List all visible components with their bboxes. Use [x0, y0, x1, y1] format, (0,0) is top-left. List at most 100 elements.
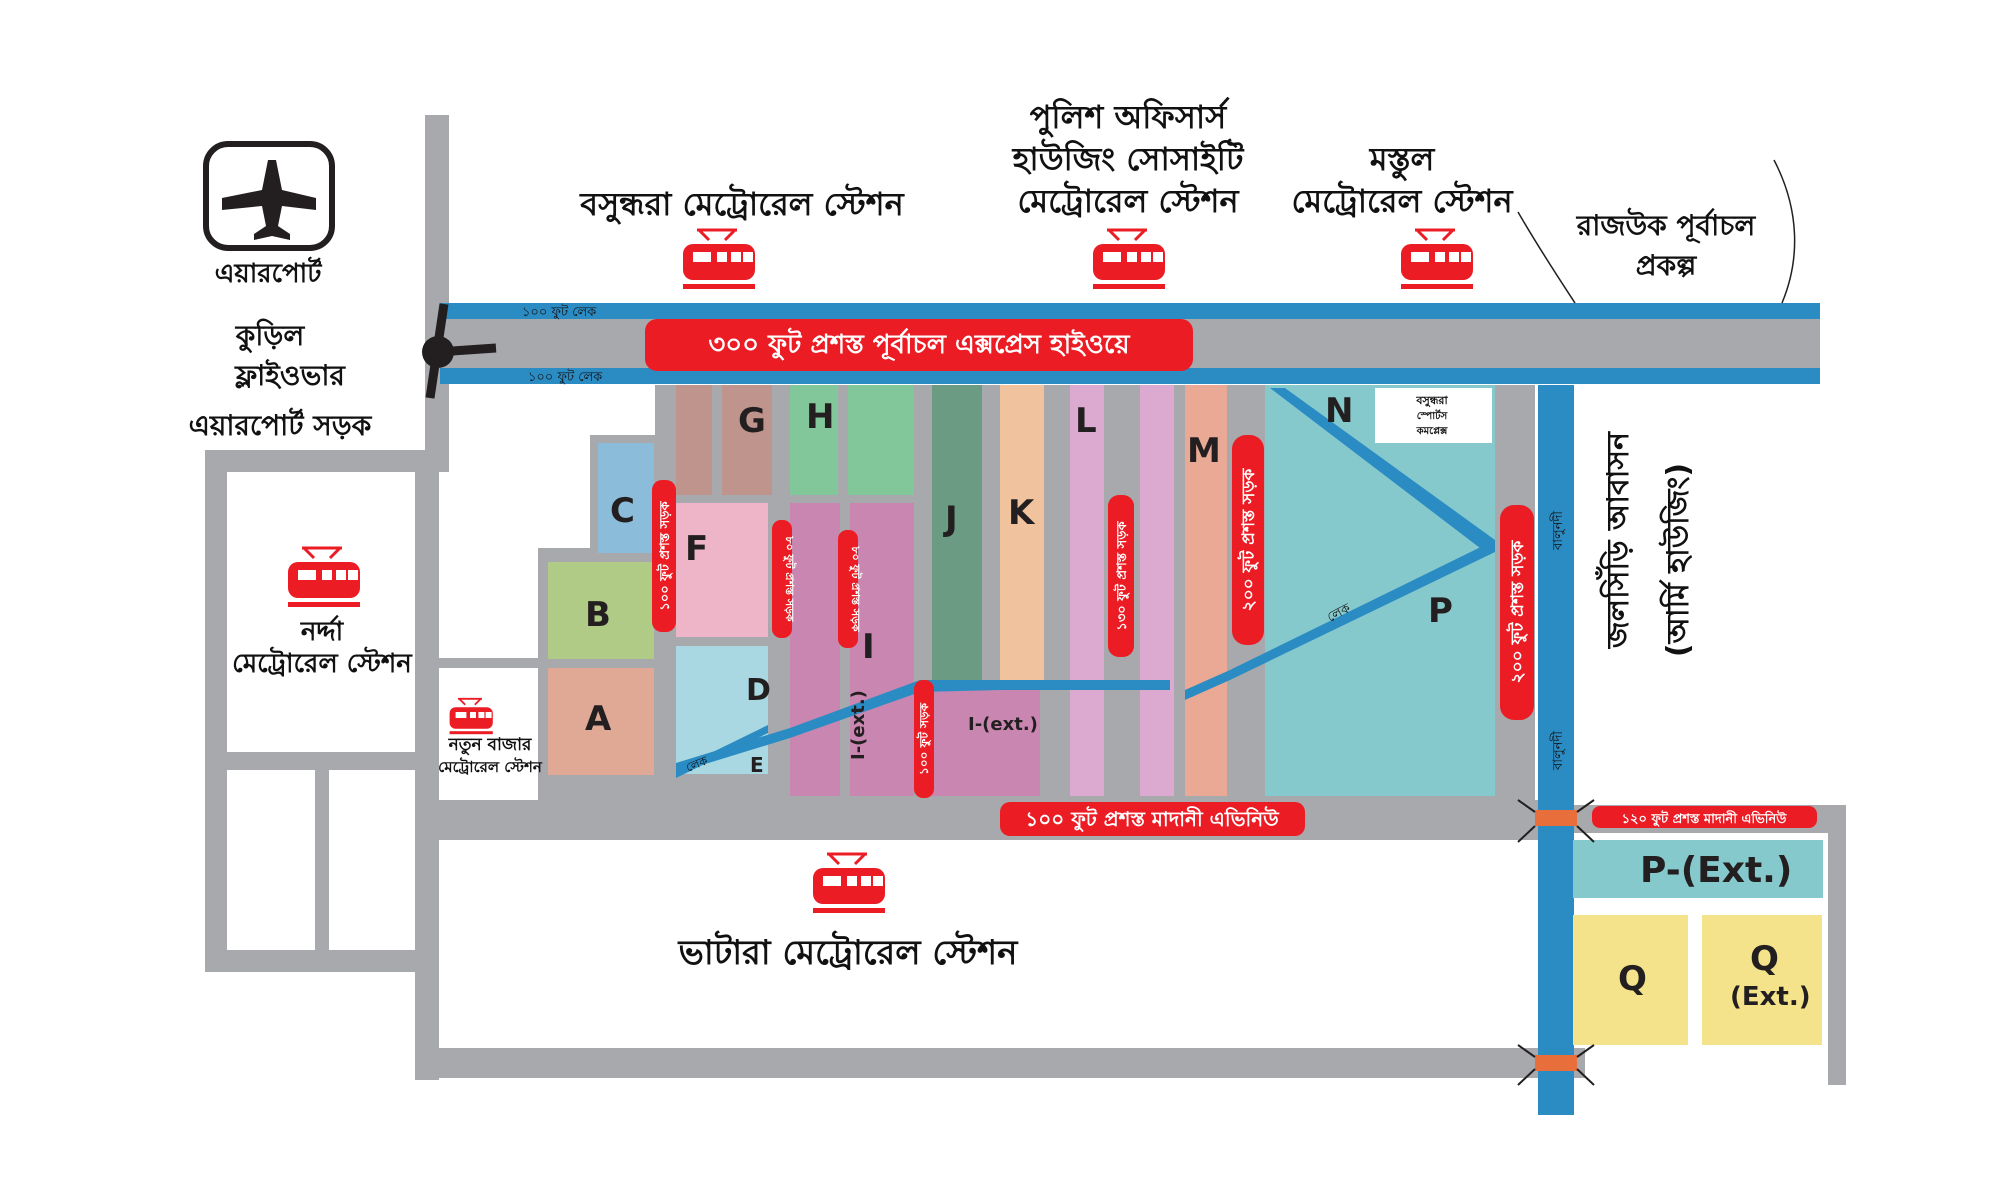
kuril-label-line2: ফ্লাইওভার: [234, 359, 346, 392]
airport-icon: [203, 141, 335, 251]
block-label-q-ext: (Ext.): [1730, 982, 1811, 1012]
jolshiri-label-line1: জলসিঁড়ি আবাসন: [1594, 431, 1636, 649]
block-label-g: G: [738, 401, 766, 441]
road-left-loop-left: [205, 450, 227, 970]
road-left-loop-top: [205, 450, 449, 472]
block-m[interactable]: [1185, 385, 1227, 796]
place-labels: এয়ারপোর্ট কুড়িল ফ্লাইওভার এয়ারপোর্ট স…: [189, 97, 1757, 973]
block-label-p: P: [1428, 591, 1453, 631]
block-i-mid[interactable]: [850, 503, 914, 796]
lake-diagonal-d-to-e: [676, 725, 768, 778]
road-100-label: ১০০ ফুট প্রশস্ত সড়ক: [656, 500, 674, 610]
lake-network: [440, 303, 1820, 1115]
baluchar-label-2: বালুনদী: [1550, 731, 1566, 771]
block-q-ext[interactable]: [1702, 915, 1822, 1045]
block-label-p-ext: P-(Ext.): [1640, 850, 1792, 891]
expressway-ribbon: ৩০০ ফুট প্রশস্ত পূর্বাচল এক্সপ্রেস হাইওয…: [645, 319, 1193, 371]
block-label-q2: Q: [1750, 939, 1779, 979]
station-notun-bazar-line2: মেট্রোরেল স্টেশন: [438, 757, 543, 776]
rajuk-label-line2: প্রকল্প: [1636, 249, 1697, 282]
block-a[interactable]: [548, 668, 654, 775]
kuril-label-line1: কুড়িল: [235, 318, 306, 353]
airport-road-label: এয়ারপোর্ট সড়ক: [189, 407, 373, 442]
road-bottom: [415, 1048, 1585, 1078]
block-h-right[interactable]: [848, 385, 914, 495]
station-mastul-line1: মস্তুল: [1369, 140, 1436, 181]
road-80a-label: ৮০ ফুট প্রশস্ত সড়ক: [782, 535, 797, 623]
block-l[interactable]: [1070, 385, 1104, 796]
baluchar-label-1: বালুনদী: [1550, 511, 1566, 551]
block-labels: A B C D E F G H I I-(ext.) I-(ext.) J K …: [585, 391, 1811, 1012]
block-label-e: E: [750, 753, 764, 777]
block-label-i: I: [862, 627, 875, 667]
road-left-loop-bottom: [205, 950, 415, 972]
block-g-left[interactable]: [676, 385, 712, 495]
block-k[interactable]: [1000, 385, 1044, 680]
train-icon-bhatara: [811, 852, 887, 915]
train-icon-bashundhara: [681, 228, 757, 291]
sports-label-line3: কমপ্লেক্স: [1416, 426, 1448, 437]
block-label-m: M: [1187, 431, 1221, 471]
station-notun-bazar-line1: নতুন বাজার: [448, 735, 532, 756]
block-label-i-ext-v: I-(ext.): [848, 690, 869, 760]
station-bashundhara-label: বসুন্ধরা মেট্রোরেল স্টেশন: [579, 183, 905, 225]
block-label-b: B: [585, 595, 611, 635]
vertical-road-ribbons: ১০০ ফুট প্রশস্ত সড়ক ৮০ ফুট প্রশস্ত সড়ক…: [652, 435, 1534, 798]
road-200b-label: ২০০ ফুট প্রশস্ত সড়ক: [1506, 539, 1528, 683]
road-100b-label: ১০০ ফুট সড়ক: [916, 702, 933, 775]
train-icon-mastul: [1399, 228, 1475, 291]
block-label-k: K: [1008, 493, 1036, 533]
block-f[interactable]: [676, 503, 768, 637]
road-100-ribbon: [652, 480, 676, 632]
bridge-bottom: [1535, 1055, 1577, 1071]
block-np-area[interactable]: [1265, 385, 1495, 796]
expressway-ribbon-bg: [645, 319, 1193, 371]
road-200a-label: ২০০ ফুট প্রশস্ত সড়ক: [1237, 467, 1259, 611]
block-i[interactable]: [790, 503, 840, 796]
sports-label-line1: বসুন্ধরা: [1415, 394, 1448, 408]
airport-label: এয়ারপোর্ট: [215, 256, 323, 289]
block-label-c: C: [610, 491, 635, 531]
lake-top: [440, 303, 1820, 319]
block-q[interactable]: [1573, 915, 1688, 1045]
baluchar-river: [1538, 385, 1574, 1115]
sports-complex[interactable]: [1375, 388, 1492, 443]
block-label-i-ext-h: I-(ext.): [968, 714, 1038, 735]
lake-diagonal-n: [1270, 388, 1495, 548]
bridge-top: [1535, 810, 1577, 826]
station-nodda-line1: নর্দ্দা: [300, 615, 345, 647]
block-j[interactable]: [932, 385, 982, 680]
jolshiri-label-line2: (আর্মি হাউজিং): [1658, 463, 1696, 657]
block-l2[interactable]: [1140, 385, 1174, 796]
road-200a-ribbon: [1232, 435, 1264, 645]
block-c[interactable]: [598, 443, 654, 553]
block-label-a: A: [585, 699, 612, 739]
block-p-ext[interactable]: [1573, 840, 1823, 898]
road-80a-ribbon: [772, 520, 792, 638]
lake-top-label: ১০০ ফুট লেক: [522, 304, 597, 320]
madani-120-label: ১২০ ফুট প্রশস্ত মাদানী এভিনিউ: [1622, 810, 1788, 828]
lake-diagonal-right: [1185, 540, 1495, 700]
block-h[interactable]: [790, 385, 838, 495]
rajuk-boundary: [1517, 159, 1796, 304]
road-left-loop-right: [415, 450, 439, 1080]
station-police-line1: পুলিশ অফিসার্স: [1030, 97, 1230, 138]
block-i-ext[interactable]: [932, 680, 1040, 796]
block-label-d: D: [746, 673, 771, 708]
train-icon-nodda: [286, 546, 362, 609]
road-left-loop-mid: [227, 752, 427, 770]
block-label-f: F: [685, 529, 708, 569]
block-label-q: Q: [1618, 959, 1647, 999]
road-200b-ribbon: [1500, 505, 1534, 720]
block-b[interactable]: [548, 562, 654, 659]
road-left-loop-inner1: [315, 770, 329, 955]
notun-bazar-road: [439, 658, 544, 668]
lake-diagonal-left: [676, 680, 1170, 773]
block-g[interactable]: [722, 385, 772, 495]
airport-road: [425, 115, 449, 470]
block-label-l: L: [1075, 401, 1097, 441]
bridges: [1517, 799, 1595, 1086]
lake-bottom: [440, 368, 1820, 384]
road-130-label: ১৩০ ফুট প্রশস্ত সড়ক: [1113, 520, 1131, 630]
